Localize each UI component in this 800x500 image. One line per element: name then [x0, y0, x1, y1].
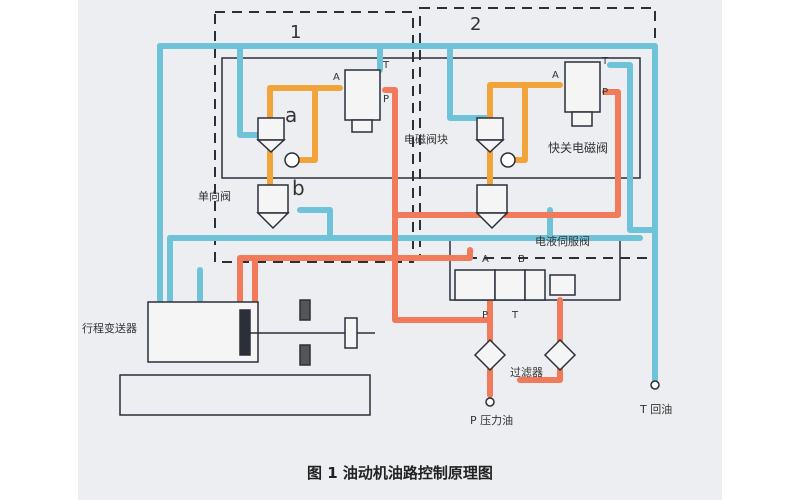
port-terminals: [485, 380, 660, 407]
label-port-a2: A: [552, 70, 559, 81]
label-port-a3: A: [482, 254, 489, 265]
label-port-a1: A: [333, 72, 340, 83]
pilot-oil-lines: [267, 82, 563, 188]
cartridge-valve-2-upper: [475, 117, 505, 154]
photo-background: [78, 0, 722, 500]
label-port-b3: B: [518, 254, 525, 265]
fast-close-solenoid-valve: [564, 61, 601, 127]
servo-valve-symbol: [454, 269, 576, 301]
label-port-p1: P: [383, 94, 389, 105]
cartridge-valve-a: [256, 117, 286, 154]
label-pressure-oil: P 压力油: [470, 413, 513, 427]
cartridge-valve-2-lower: [475, 184, 509, 230]
label-port-p2: P: [602, 87, 608, 98]
label-check-valve: 单向阀: [198, 189, 231, 203]
label-port-t2: T: [601, 56, 609, 67]
label-servo-valve: 电液伺服阀: [535, 234, 590, 248]
label-filter: 过滤器: [510, 366, 543, 379]
label-solenoid-block: 电磁阀块: [404, 132, 448, 146]
figure-caption: 图 1 油动机油路控制原理图: [307, 464, 493, 482]
label-valve-a: a: [285, 103, 297, 127]
solenoid-valve-1: [344, 69, 381, 133]
label-block-1: 1: [290, 22, 301, 43]
label-port-t1: T: [382, 60, 390, 71]
check-valve-symbols: [284, 152, 516, 168]
label-port-t3: T: [511, 310, 519, 321]
label-port-p3: P: [482, 310, 488, 321]
oil-filters: [473, 338, 577, 372]
label-fast-close-valve: 快关电磁阀: [548, 140, 608, 155]
label-valve-b: b: [292, 176, 305, 200]
cartridge-valve-b: [256, 184, 290, 230]
label-lvdt: 行程变送器: [82, 321, 137, 335]
label-return-oil: T 回油: [639, 402, 672, 416]
hydraulic-cylinder: [147, 299, 375, 366]
label-block-2: 2: [470, 14, 481, 35]
